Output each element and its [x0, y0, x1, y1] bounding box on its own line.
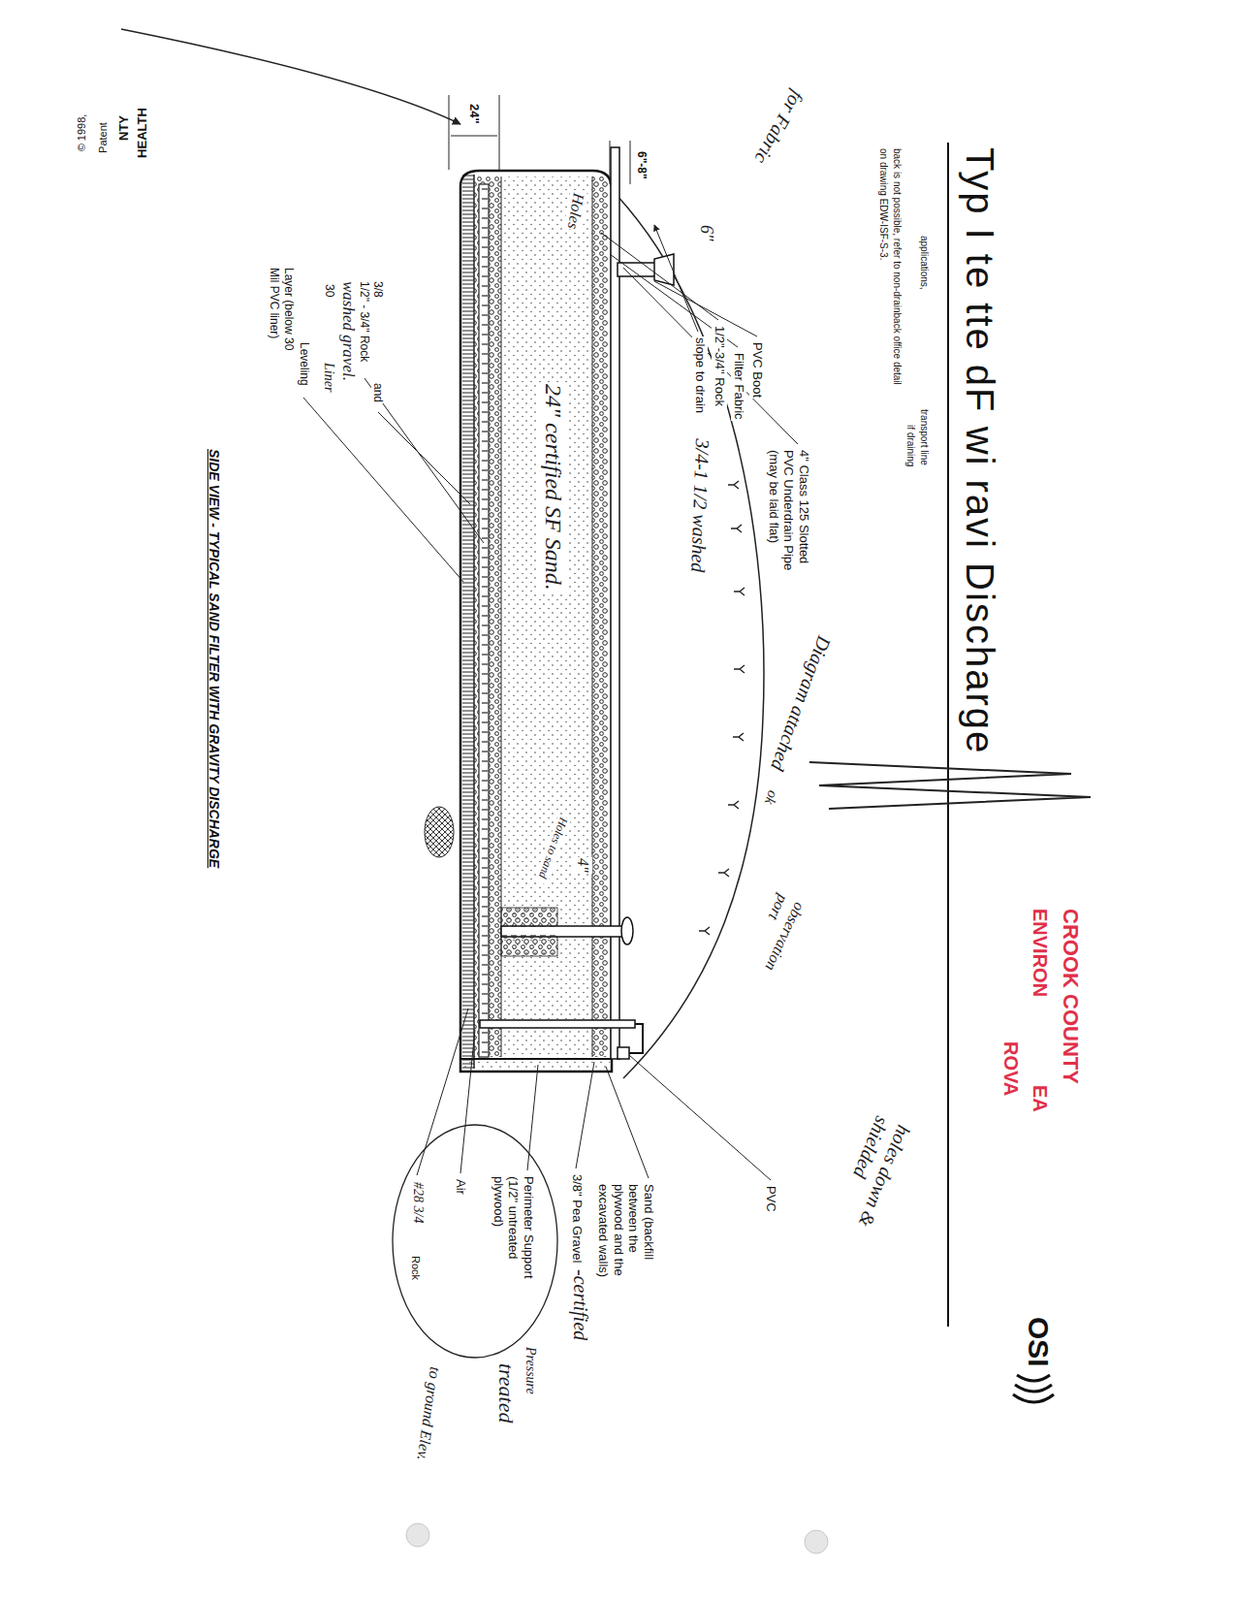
dimension-label: 24"	[466, 102, 482, 126]
part-label: Leveling	[297, 341, 312, 387]
handwritten-note: observation port	[735, 890, 810, 992]
stamp-text: ROVA	[999, 1040, 1023, 1097]
part-label: Layer (below 30	[282, 266, 296, 351]
part-label: 1/2" - 3/4" Rock	[357, 280, 372, 363]
handwritten-note: Liner	[319, 361, 337, 393]
handwritten-note: to ground Elev.	[412, 1363, 445, 1462]
handwritten-note: Diagram attached	[765, 632, 837, 775]
part-label: Air	[452, 1177, 469, 1196]
stamp-text: ENVIRON	[1028, 907, 1052, 998]
part-label: PVC Boot	[749, 341, 765, 399]
part-label: Filter Fabric	[730, 351, 747, 421]
handwritten-note: for Fabric	[749, 85, 810, 169]
handwritten-note: Pressure	[521, 1345, 539, 1395]
part-label: Sand (backfill between the plywood and t…	[596, 1182, 657, 1297]
handwritten-note: #28 3/4	[409, 1180, 426, 1224]
stamp-text: CROOK COUNTY	[1057, 907, 1083, 1085]
note-text: transport line	[918, 408, 930, 467]
handwritten-note: 24" certified SF Sand.	[538, 382, 568, 592]
handwritten-note: ok	[760, 787, 783, 808]
page-title: Typ I te tte dF wi ravi Discharge	[960, 147, 1000, 755]
footer-text: Patent	[96, 121, 110, 155]
footer-text: HEALTH	[134, 106, 151, 159]
figure-caption: SIDE VIEW - TYPICAL SAND FILTER WITH GRA…	[206, 448, 222, 868]
handwritten-note: washed gravel.	[338, 280, 358, 382]
handwritten-note: Holes	[563, 190, 589, 232]
stamp-text: EA	[1028, 1083, 1052, 1113]
note-text: on drawing EDW-ISF-S-3.	[877, 147, 889, 261]
logo-text: OSI	[1020, 1315, 1056, 1368]
handwritten-note: treated	[493, 1362, 519, 1425]
note-text: back is not possible, refer to non-drain…	[890, 147, 903, 386]
part-label: and	[371, 381, 385, 404]
part-label: 3/8" Pea Gravel	[569, 1172, 585, 1264]
footer-text: © 1998,	[75, 113, 89, 154]
note-text: applications,	[918, 234, 930, 291]
part-label: Perimeter Support (1/2" untreated plywoo…	[490, 1174, 537, 1299]
part-label: slope to drain	[692, 336, 708, 414]
handwritten-note: 4"	[573, 856, 593, 874]
handwritten-note: 6"	[695, 223, 717, 243]
part-label: 3/8	[371, 280, 385, 299]
note-text: if draining	[904, 423, 917, 468]
part-label: 1/2"-3/4" Rock	[711, 324, 728, 408]
part-label: 30	[322, 283, 337, 298]
footer-text: NTY	[116, 114, 132, 142]
handwritten-note: -certified	[569, 1267, 593, 1341]
part-label: Rock	[409, 1254, 422, 1281]
dimension-label: 6"-8"	[634, 150, 649, 181]
part-label: 4" Class 125 Slotted PVC Underdrain Pipe…	[765, 448, 812, 587]
handwritten-note: Holes to sand	[534, 814, 571, 886]
handwritten-note: 3/4-1 1/2 washed	[686, 437, 715, 574]
handwritten-note: holes down & shielded	[828, 1111, 917, 1239]
part-label: Mil PVC liner)	[267, 266, 282, 340]
part-label: PVC	[762, 1184, 779, 1213]
